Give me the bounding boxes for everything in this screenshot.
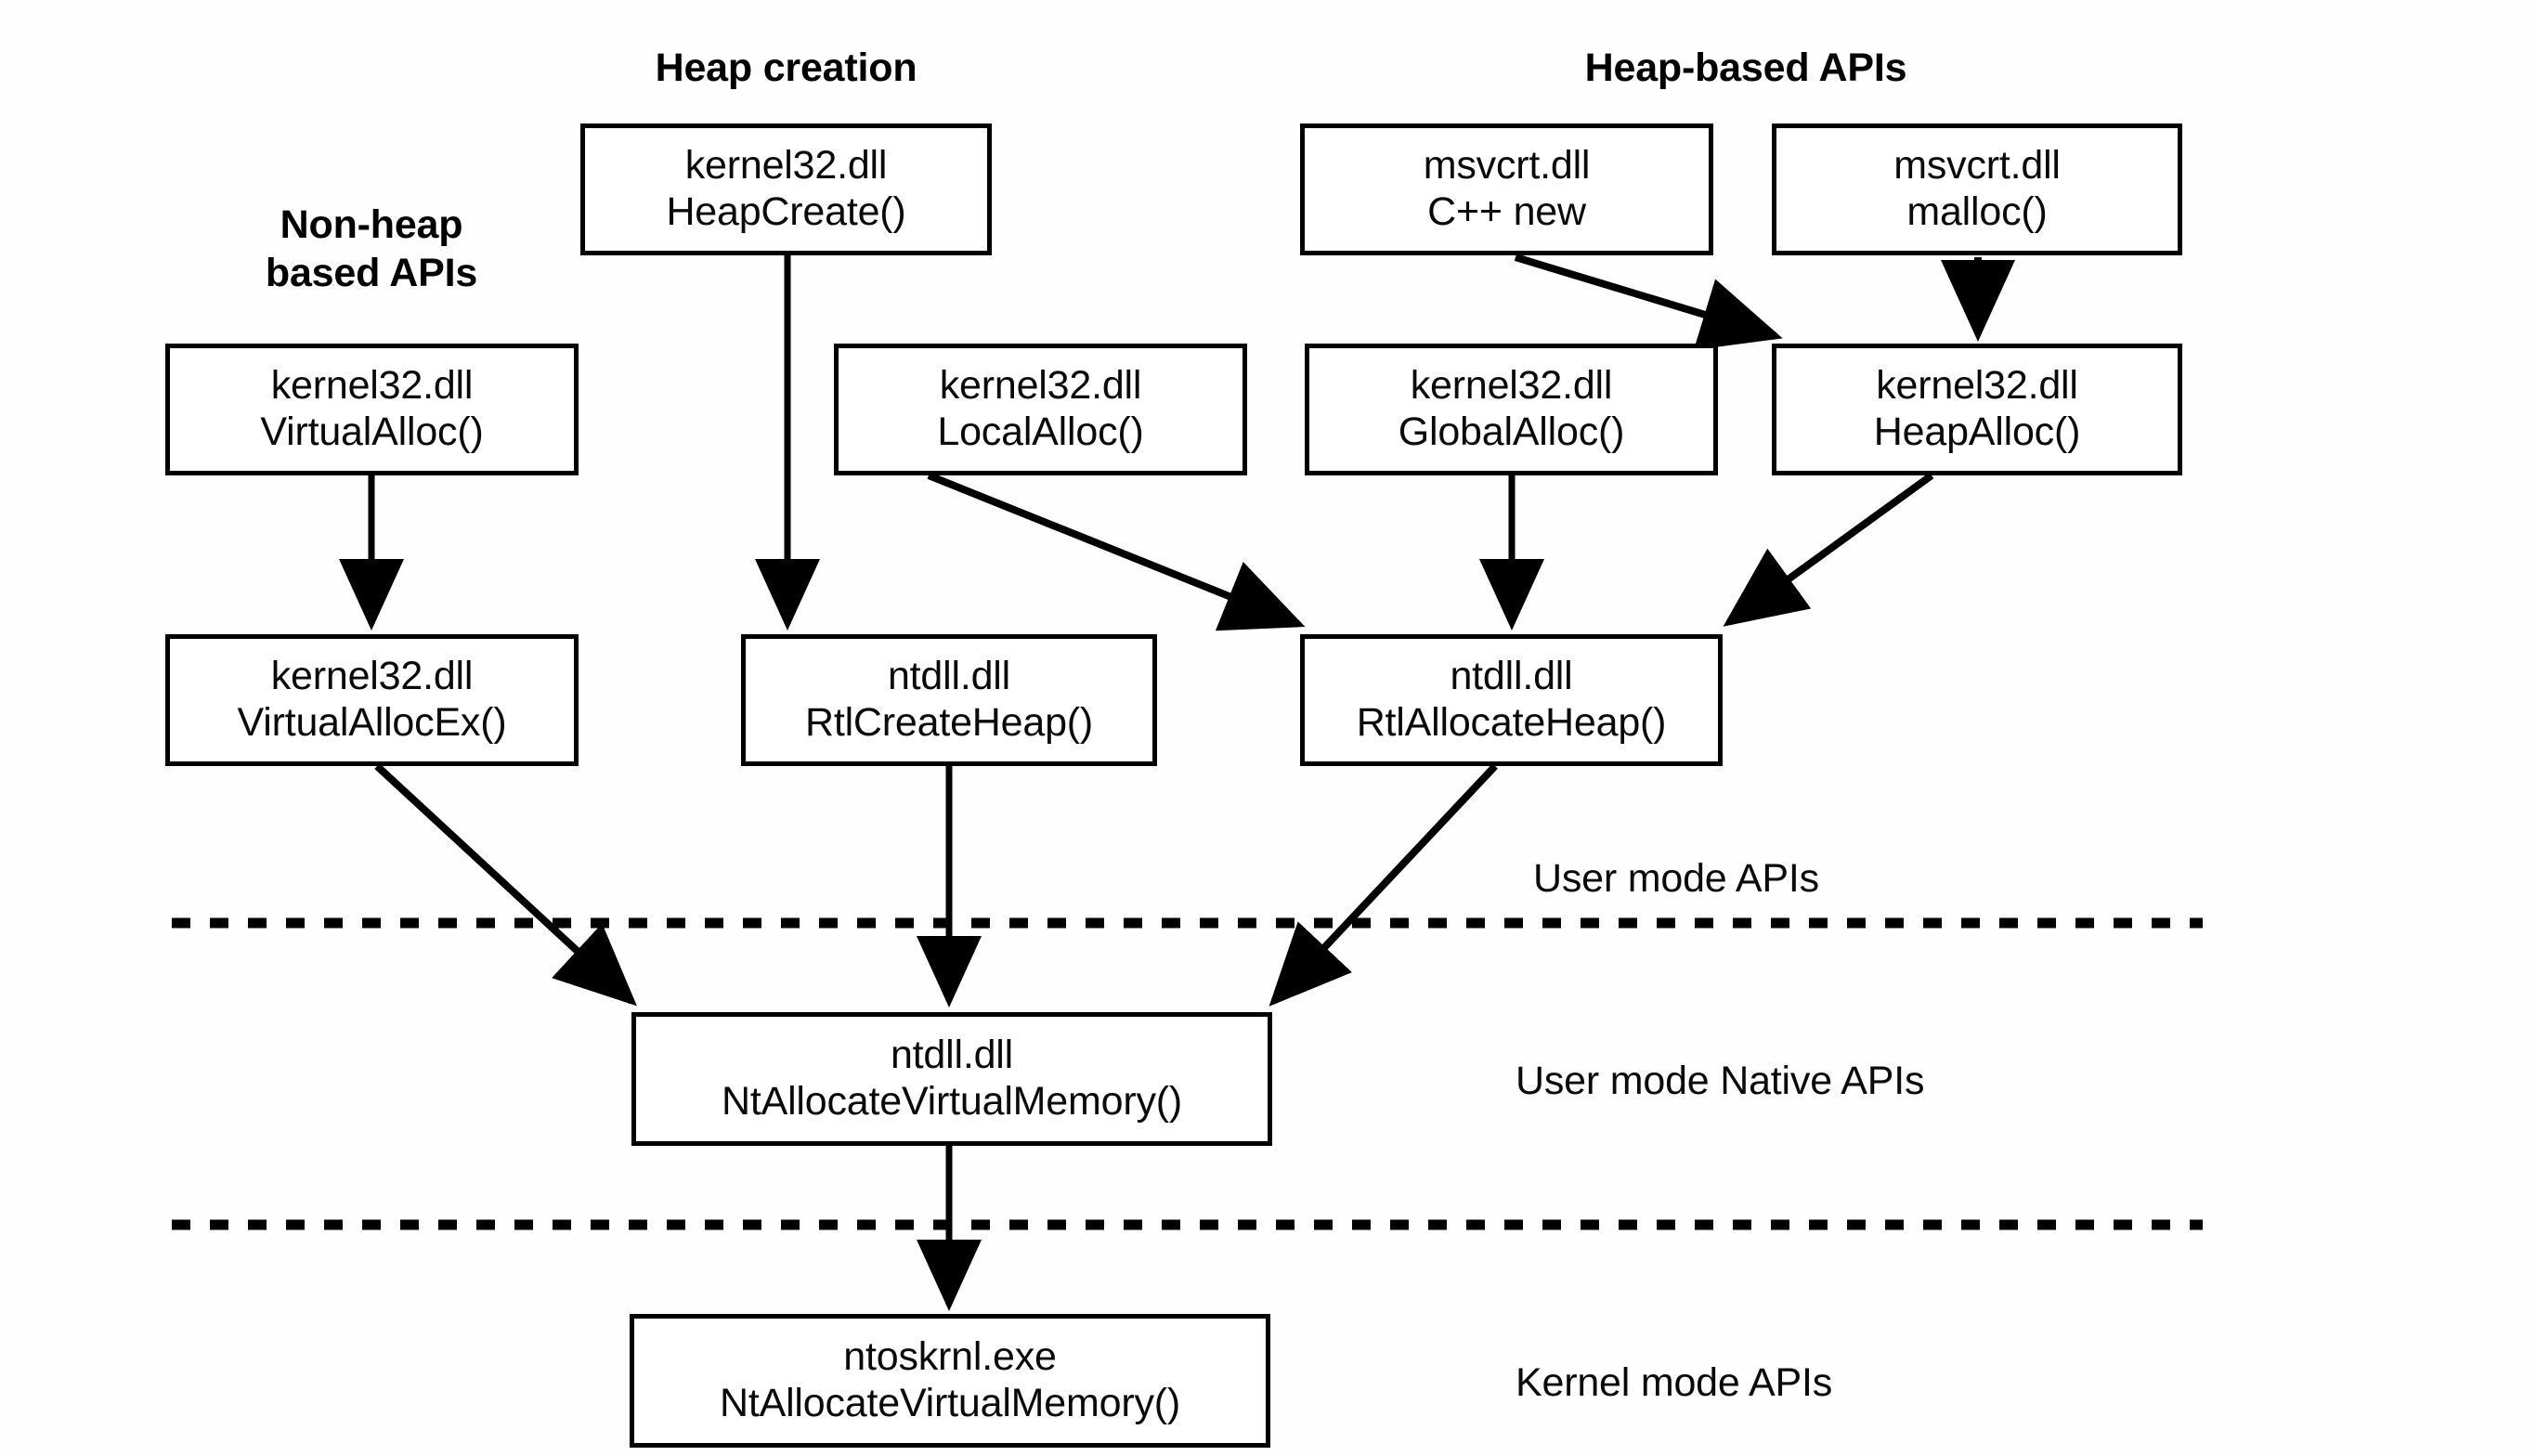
group-title-non-heap-line2: based APIs [265, 251, 478, 296]
group-title-non-heap-line1: Non-heap [280, 202, 463, 247]
group-title-heap-creation: Heap creation [655, 46, 917, 90]
edge-virtualallocex-to-ntallocvm [374, 763, 637, 1007]
node-ntallocvm-kernel-api: NtAllocateVirtualMemory() [719, 1381, 1180, 1425]
node-heapalloc-api: HeapAlloc() [1873, 410, 2081, 454]
node-rtlallocateheap[interactable]: ntdll.dll RtlAllocateHeap() [1300, 634, 1723, 766]
node-rtlallocateheap-module: ntdll.dll [1450, 654, 1573, 699]
node-cppnew-module: msvcrt.dll [1423, 143, 1591, 188]
node-virtualallocex-api: VirtualAllocEx() [237, 700, 507, 745]
node-ntallocvm-user-api: NtAllocateVirtualMemory() [721, 1079, 1182, 1124]
mode-label-user-mode: User mode APIs [1533, 856, 1819, 901]
edge-heapalloc-to-rtlallocateheap [1723, 472, 1934, 627]
edge-cppnew-to-heapalloc [1514, 254, 1783, 351]
node-malloc-module: msvcrt.dll [1893, 143, 2061, 188]
node-cppnew[interactable]: msvcrt.dll C++ new [1300, 124, 1713, 255]
node-malloc[interactable]: msvcrt.dll malloc() [1772, 124, 2182, 255]
node-localalloc-api: LocalAlloc() [937, 410, 1144, 454]
node-localalloc-module: kernel32.dll [939, 363, 1142, 409]
node-ntallocvm-kernel[interactable]: ntoskrnl.exe NtAllocateVirtualMemory() [630, 1314, 1270, 1448]
edge-localalloc-to-rtlallocateheap [927, 472, 1306, 631]
node-rtlallocateheap-api: RtlAllocateHeap() [1356, 700, 1667, 745]
node-virtualallocex-module: kernel32.dll [270, 654, 474, 699]
edge-rtlallocateheap-to-ntallocvm [1268, 763, 1498, 1007]
node-virtualallocex[interactable]: kernel32.dll VirtualAllocEx() [165, 634, 579, 766]
node-globalalloc-api: GlobalAlloc() [1398, 410, 1625, 454]
node-heapcreate-api: HeapCreate() [666, 189, 906, 234]
node-heapalloc[interactable]: kernel32.dll HeapAlloc() [1772, 344, 2182, 475]
node-rtlcreateheap-module: ntdll.dll [887, 654, 1011, 699]
node-localalloc[interactable]: kernel32.dll LocalAlloc() [834, 344, 1247, 475]
node-globalalloc[interactable]: kernel32.dll GlobalAlloc() [1305, 344, 1718, 475]
mode-label-user-mode-native: User mode Native APIs [1516, 1059, 1925, 1103]
node-malloc-api: malloc() [1906, 189, 2048, 234]
node-virtualalloc-module: kernel32.dll [270, 363, 474, 409]
node-heapalloc-module: kernel32.dll [1876, 363, 2078, 409]
node-virtualalloc[interactable]: kernel32.dll VirtualAlloc() [165, 344, 579, 475]
node-cppnew-api: C++ new [1427, 189, 1586, 234]
group-title-heap-based: Heap-based APIs [1584, 46, 1907, 90]
node-globalalloc-module: kernel32.dll [1410, 363, 1613, 409]
node-rtlcreateheap-api: RtlCreateHeap() [804, 700, 1094, 745]
node-heapcreate[interactable]: kernel32.dll HeapCreate() [580, 124, 992, 255]
node-ntallocvm-user-module: ntdll.dll [890, 1033, 1014, 1078]
node-heapcreate-module: kernel32.dll [684, 143, 888, 188]
group-title-non-heap: Non-heap based APIs [186, 201, 557, 298]
mode-label-kernel-mode: Kernel mode APIs [1516, 1360, 1832, 1405]
node-ntallocvm-kernel-module: ntoskrnl.exe [843, 1334, 1057, 1380]
node-virtualalloc-api: VirtualAlloc() [260, 410, 484, 454]
node-ntallocvm-user[interactable]: ntdll.dll NtAllocateVirtualMemory() [631, 1012, 1272, 1146]
node-rtlcreateheap[interactable]: ntdll.dll RtlCreateHeap() [741, 634, 1157, 766]
